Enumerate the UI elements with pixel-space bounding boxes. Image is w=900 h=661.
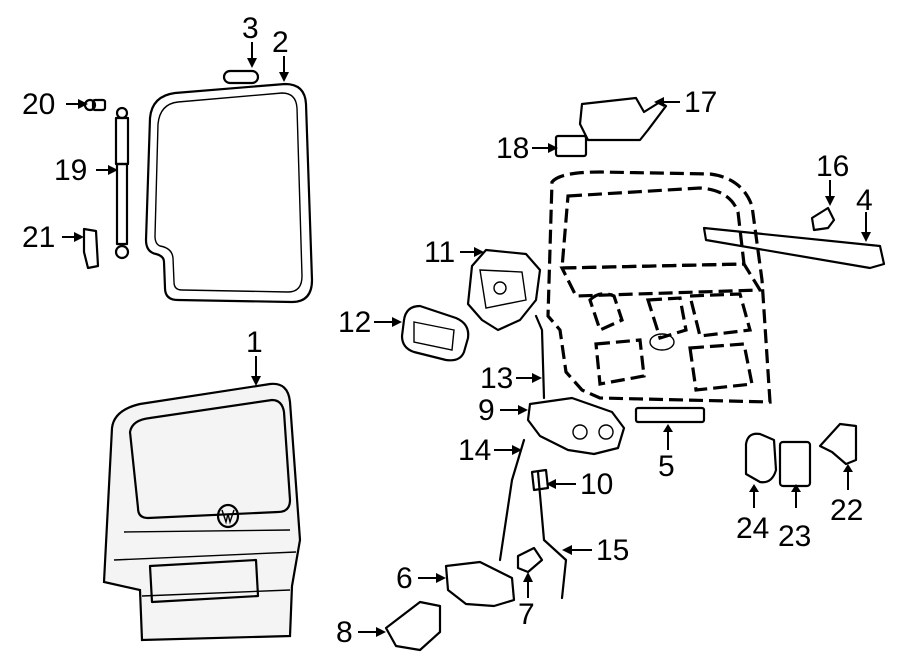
glass-trim [222,69,260,85]
callout-14: 14 [458,434,491,467]
callout-18: 18 [496,132,529,165]
bumper-stop [744,432,778,484]
rod-clip [530,468,550,492]
callout-2: 2 [272,26,289,59]
latch-assembly [466,248,542,332]
callout-13: 13 [480,362,513,395]
ball-stud [83,98,107,112]
callout-3: 3 [242,12,259,45]
liftgate-panel [102,382,302,642]
side-rod [536,470,568,600]
upper-hinge [578,96,668,142]
upper-rod [534,314,546,400]
callout-11: 11 [424,236,455,269]
callout-6: 6 [396,562,413,595]
lower-hinge [818,422,858,466]
lower-rod [498,438,526,562]
liftgate-inner-frame [546,170,772,404]
callout-labels: 1 2 3 4 5 6 7 8 9 10 11 12 13 14 15 16 1… [22,12,873,649]
latch-trim-cover [400,304,470,362]
lock-actuator [444,560,516,608]
callout-16: 16 [816,150,849,183]
callout-4: 4 [856,184,873,217]
callout-8: 8 [336,616,353,649]
callout-19: 19 [54,154,87,187]
hinge-shim [554,134,588,158]
hinge-block [778,440,812,488]
callout-15: 15 [596,534,629,567]
trim-bar [702,226,886,270]
callout-22: 22 [830,494,863,527]
leader-lines [62,42,871,637]
callout-20: 20 [22,88,55,121]
strut-bracket [82,227,100,270]
handle-bracket [384,600,442,652]
latch [526,396,626,456]
callout-5: 5 [658,450,675,483]
license-lamp [810,206,836,232]
lift-support [114,106,130,260]
callout-23: 23 [778,520,811,553]
callout-9: 9 [478,394,495,427]
callout-12: 12 [338,306,371,339]
callout-21: 21 [22,221,55,254]
callout-24: 24 [736,512,769,545]
switch [516,546,544,574]
callout-17: 17 [684,86,717,119]
striker-plate [634,406,706,424]
rear-glass [144,82,314,304]
callout-7: 7 [518,598,535,631]
callout-10: 10 [580,468,613,501]
callout-1: 1 [246,326,263,359]
